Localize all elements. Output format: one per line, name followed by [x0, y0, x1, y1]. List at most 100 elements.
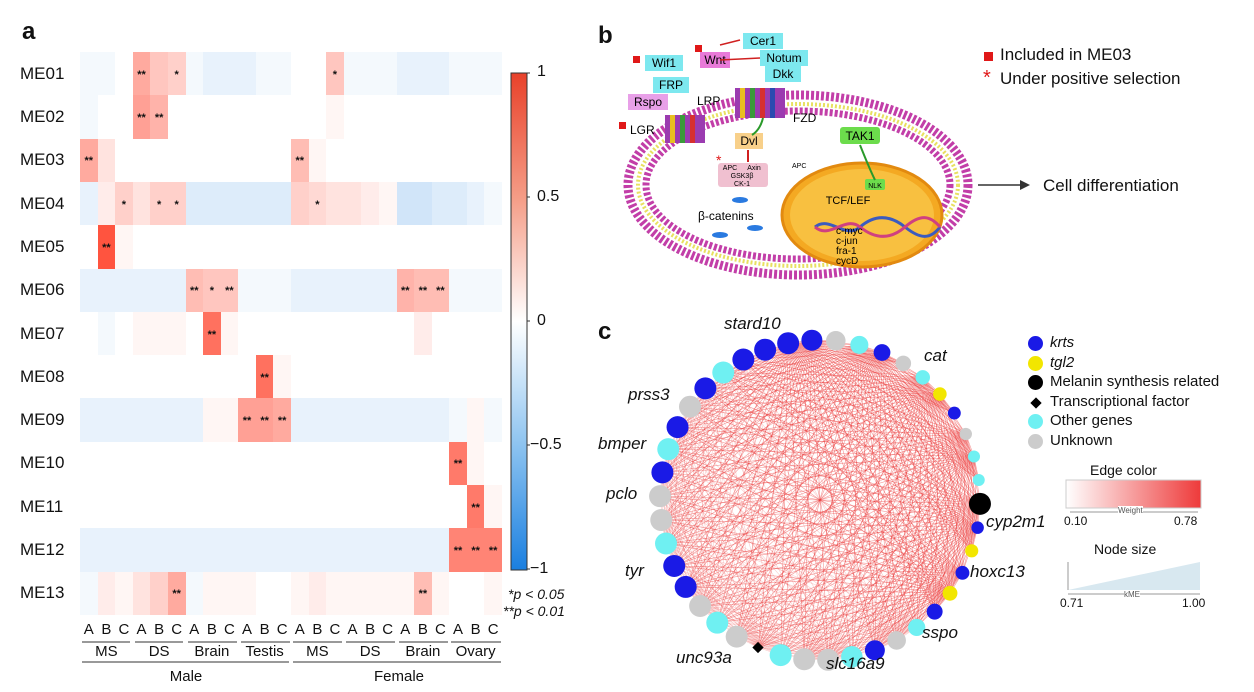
heatmap-column-label: B: [470, 621, 481, 638]
heatmap-cell: [255, 52, 274, 96]
heatmap-cell: [378, 225, 397, 270]
heatmap-group-label: Testis: [245, 643, 284, 660]
legend-marker: [1028, 336, 1043, 351]
sex-label-female: Female: [373, 668, 425, 685]
heatmap-cell: [167, 268, 186, 313]
heatmap-cell: [150, 268, 169, 313]
heatmap-cell: [203, 571, 222, 616]
heatmap-cell: [150, 138, 169, 183]
heatmap-cell: [343, 398, 362, 443]
heatmap-cell: [431, 355, 450, 399]
panel-label-c: c: [598, 318, 612, 345]
significance-star: **: [471, 501, 480, 514]
heatmap-cell: [308, 571, 327, 616]
heatmap-cell: [378, 485, 397, 529]
heatmap-cell: [291, 528, 310, 573]
heatmap-column-label: A: [294, 621, 305, 638]
heatmap-cell: [414, 398, 433, 443]
significance-star: **: [418, 285, 428, 298]
heatmap-cell: [308, 441, 327, 486]
heatmap-column-label: B: [312, 621, 323, 638]
wnt-label: Wnt: [704, 53, 726, 67]
heatmap-cell: [361, 571, 380, 616]
network-node: [955, 565, 970, 580]
heatmap-row-label: ME11: [20, 496, 64, 516]
significance-star: **: [207, 328, 217, 341]
heatmap-cell: [484, 571, 503, 616]
network-node: [817, 648, 840, 671]
svg-text:*: *: [716, 152, 722, 168]
heatmap-cell: [414, 355, 433, 399]
cell-differentiation-label: Cell differentiation: [1043, 176, 1179, 195]
heatmap-cell: [431, 485, 450, 529]
significance-star: *: [174, 68, 179, 81]
heatmap-cell: [361, 52, 380, 96]
heatmap-column-label: A: [400, 621, 411, 638]
heatmap-cell: [80, 528, 99, 573]
network-node: [649, 485, 672, 508]
network-node: [801, 329, 823, 351]
heatmap-column-label: B: [365, 621, 376, 638]
legend-marker: [1030, 396, 1042, 409]
fra-1-label: fra-1: [836, 246, 857, 257]
cer1-label: Cer1: [750, 34, 776, 48]
heatmap-cell: [150, 355, 169, 399]
heatmap-cell: [484, 95, 503, 140]
significance-star: *: [209, 285, 214, 298]
heatmap-cell: [115, 181, 134, 226]
heatmap-cell: [378, 95, 397, 140]
heatmap-cell: [343, 355, 362, 399]
heatmap-cell: [449, 355, 468, 399]
lrp-label: LRP: [697, 94, 720, 108]
heatmap-cell: [273, 355, 292, 399]
significance-star: *: [174, 198, 179, 211]
heatmap-cell: [255, 95, 274, 140]
heatmap-cell: [220, 311, 239, 356]
heatmap-row-label: ME07: [20, 323, 65, 343]
heatmap-cell: [396, 52, 415, 96]
heatmap-cell: [167, 311, 186, 356]
heatmap-cell: [150, 95, 169, 140]
heatmap-cell: [238, 311, 257, 356]
heatmap-cell: [80, 181, 99, 226]
heatmap-cell: [431, 441, 450, 486]
network-node: [873, 344, 891, 361]
heatmap-cell: [97, 571, 116, 616]
heatmap-cell: [343, 95, 362, 140]
heatmap-cell: [308, 398, 327, 443]
network-node: [850, 335, 869, 354]
heatmap-row-label: ME06: [20, 280, 65, 300]
heatmap-cell: [132, 528, 151, 573]
heatmap-column-label: B: [417, 621, 428, 638]
significance-star: **: [418, 588, 428, 601]
heatmap-cell: [378, 181, 397, 226]
heatmap-cell: [97, 528, 116, 573]
heatmap-cell: [220, 225, 239, 270]
gene-label-hoxc13: hoxc13: [970, 562, 1025, 581]
heatmap-cell: [115, 138, 134, 183]
gene-label-bmper: bmper: [598, 434, 647, 453]
network-node: [655, 532, 678, 555]
heatmap-cell: [484, 355, 503, 399]
heatmap-cell: [80, 441, 99, 486]
heatmap-column-label: C: [276, 621, 288, 638]
heatmap-cell: [97, 441, 116, 486]
heatmap-cell: [414, 528, 433, 573]
heatmap-cell: [361, 138, 380, 183]
panel-label-b: b: [598, 22, 613, 49]
significance-star: *: [121, 198, 127, 211]
heatmap-cell: [449, 441, 468, 486]
heatmap-cell: [203, 268, 222, 313]
heatmap-cell: [273, 225, 292, 270]
heatmap-cell: [255, 571, 274, 616]
significance-star: **: [471, 545, 480, 558]
heatmap-cell: [132, 95, 151, 140]
heatmap-cell: [132, 441, 151, 486]
network-node-tf: [752, 641, 764, 654]
heatmap-cell: [449, 398, 468, 443]
heatmap-cell: [326, 441, 345, 486]
heatmap-row-label: ME01: [20, 63, 65, 83]
dvl-label: Dvl: [740, 134, 757, 148]
heatmap-cell: [308, 311, 327, 356]
significance-star: **: [154, 111, 164, 124]
